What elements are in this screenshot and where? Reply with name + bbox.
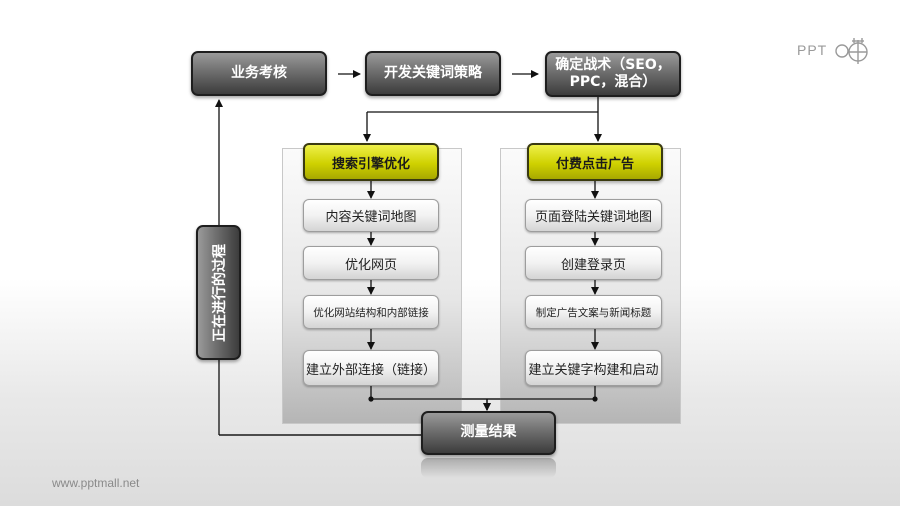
seo-step-1: 内容关键词地图	[303, 199, 439, 232]
ppc-step-4: 建立关键字构建和启动	[525, 350, 662, 386]
ongoing-process-box: 正在进行的过程	[196, 225, 241, 360]
tactics-label-line2: PPC，混合）	[569, 74, 657, 90]
tactics-box: 确定战术（SEO， PPC，混合）	[545, 51, 681, 97]
ppc-step-3-label: 制定广告文案与新闻标题	[535, 306, 652, 319]
ppc-step-1: 页面登陆关键词地图	[525, 199, 662, 232]
keyword-strategy-box: 开发关键词策略	[365, 51, 501, 96]
logo-icon	[835, 38, 868, 64]
ppc-step-4-label: 建立关键字构建和启动	[528, 362, 659, 378]
ppc-step-2-label: 创建登录页	[560, 257, 626, 273]
ongoing-process-label: 正在进行的过程	[211, 243, 228, 342]
ppc-header-label: 付费点击广告	[555, 156, 634, 172]
measure-results-label: 测量结果	[460, 424, 517, 441]
seo-step-4: 建立外部连接（链接）	[303, 350, 439, 386]
seo-header-label: 搜索引擎优化	[331, 156, 410, 172]
ppc-step-3: 制定广告文案与新闻标题	[525, 295, 662, 329]
seo-step-2-label: 优化网页	[344, 257, 397, 273]
measure-results-reflection	[421, 458, 556, 478]
business-assessment-box: 业务考核	[191, 51, 327, 96]
ppc-header: 付费点击广告	[527, 143, 663, 181]
logo-text: PPT	[797, 42, 828, 58]
seo-step-3-label: 优化网站结构和内部链接	[313, 306, 429, 319]
business-assessment-label: 业务考核	[231, 64, 287, 81]
keyword-strategy-label: 开发关键词策略	[384, 64, 482, 81]
measure-results-box: 测量结果	[421, 411, 556, 455]
seo-step-4-label: 建立外部连接（链接）	[305, 362, 436, 378]
seo-step-1-label: 内容关键词地图	[325, 210, 417, 225]
seo-step-2: 优化网页	[303, 246, 439, 280]
seo-step-3: 优化网站结构和内部链接	[303, 295, 439, 329]
tactics-label-line1: 确定战术（SEO，	[555, 56, 671, 73]
seo-header: 搜索引擎优化	[303, 143, 439, 181]
ppc-step-2: 创建登录页	[525, 246, 662, 280]
ppc-step-1-label: 页面登陆关键词地图	[534, 210, 652, 225]
footer-url: www.pptmall.net	[52, 476, 140, 490]
